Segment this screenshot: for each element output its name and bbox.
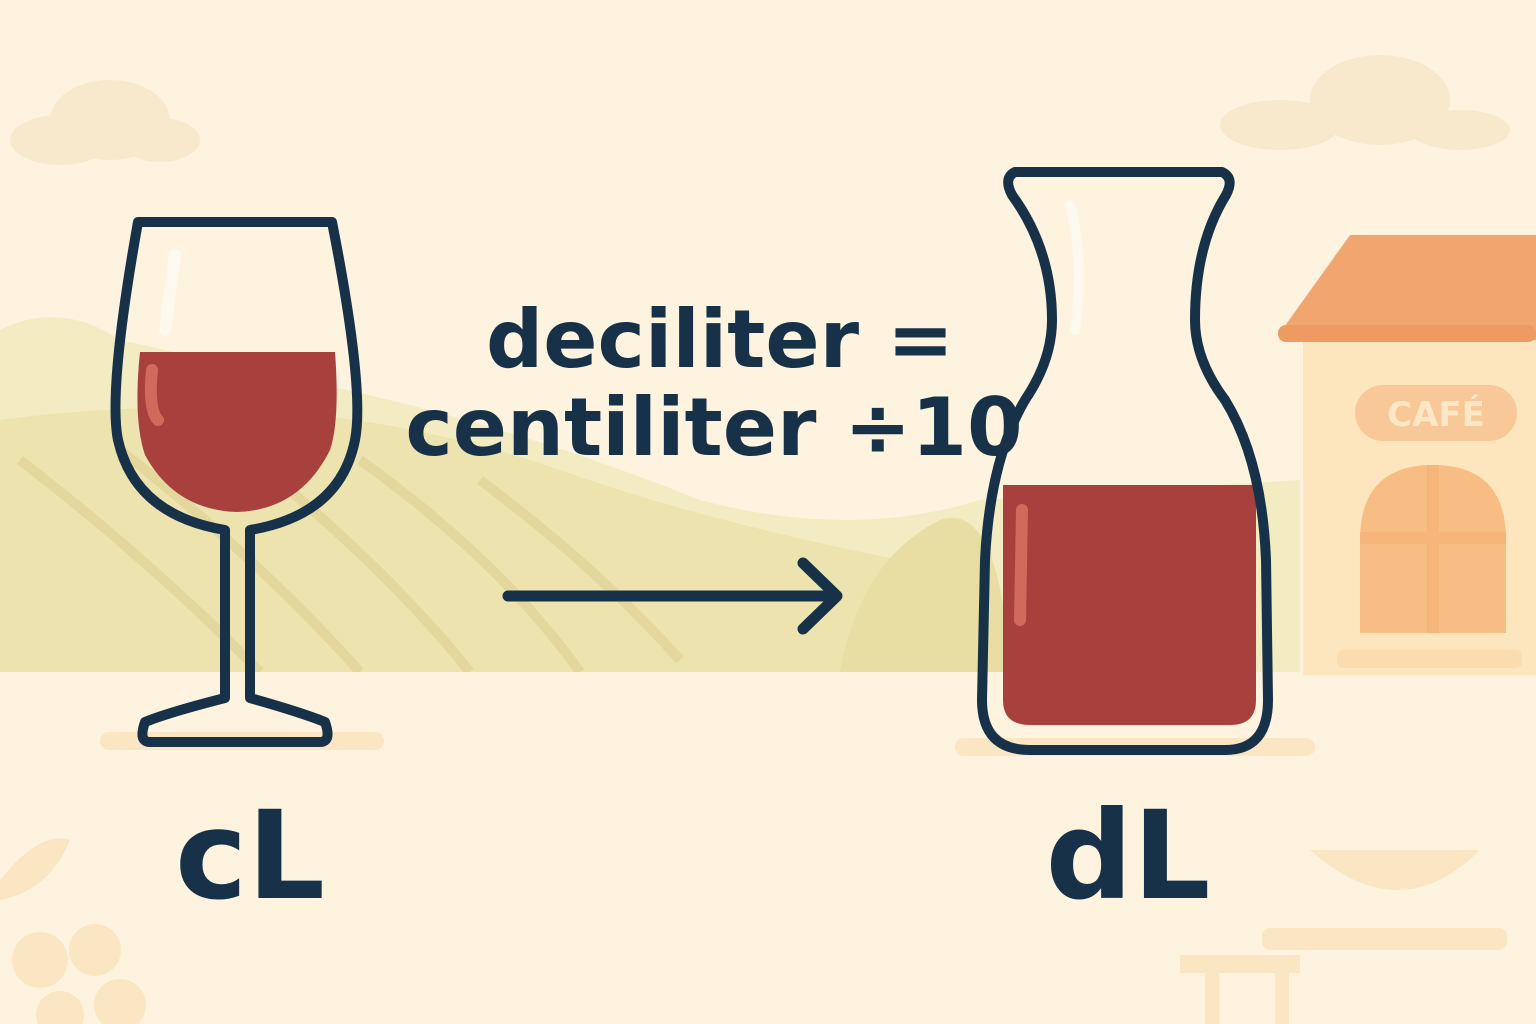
arrow-right-icon bbox=[502, 557, 843, 635]
grapes-decoration bbox=[0, 838, 146, 1024]
formula-line-1: deciliter = bbox=[486, 293, 954, 386]
carafe-icon bbox=[977, 167, 1273, 755]
cafe-building-icon: CAFÉ bbox=[1278, 235, 1536, 675]
cafe-table-decoration bbox=[1180, 850, 1507, 1024]
centiliter-label: cL bbox=[175, 785, 325, 927]
deciliter-label: dL bbox=[1045, 785, 1210, 927]
cafe-sign: CAFÉ bbox=[1387, 394, 1485, 435]
cloud-left bbox=[10, 80, 200, 165]
wine-glass-icon bbox=[110, 217, 363, 747]
cloud-right bbox=[1220, 55, 1510, 150]
formula-line-2: centiliter ÷10 bbox=[405, 381, 1022, 474]
